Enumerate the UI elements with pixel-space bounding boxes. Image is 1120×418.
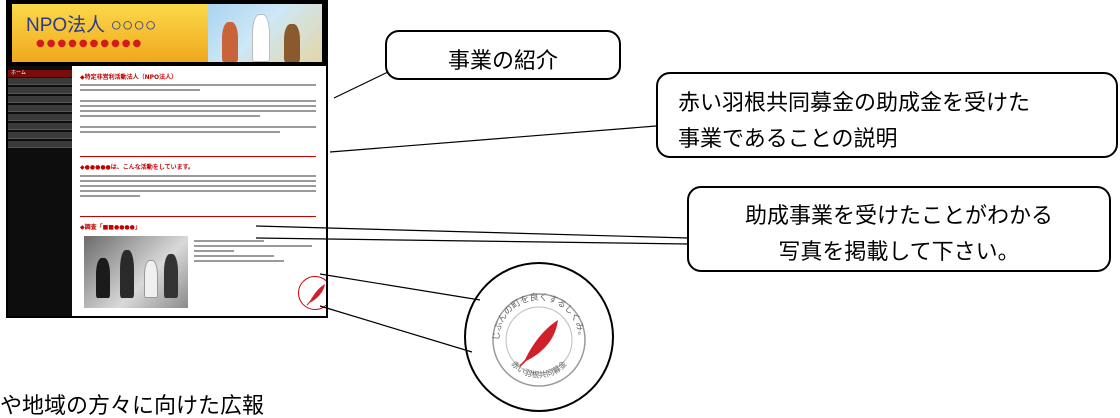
- text-line: [80, 175, 316, 177]
- callout-text: 赤い羽根共同募金の助成金を受けた: [678, 91, 1031, 116]
- photo-figure: [164, 254, 178, 298]
- connector-line: [255, 225, 689, 239]
- callout-grant-explanation: 赤い羽根共同募金の助成金を受けた 事業であることの説明: [656, 72, 1118, 158]
- site-header: NPO法人 ○○○○ ●●●●●●●●●●: [8, 2, 326, 66]
- text-line: [80, 195, 140, 197]
- sidebar-item[interactable]: [8, 78, 72, 85]
- photo-figure: [120, 250, 134, 298]
- text-line: [80, 126, 316, 128]
- text-line: [194, 260, 284, 262]
- mini-red-feather-stamp: [298, 276, 326, 310]
- section-heading-survey: ◆調査「■■●●●●」: [80, 224, 141, 231]
- connector-line: [329, 125, 657, 153]
- feather-icon: [306, 284, 325, 306]
- text-line: [80, 105, 316, 107]
- sidebar-item[interactable]: [8, 123, 72, 130]
- callout-text: 事業の紹介: [447, 49, 558, 74]
- connector-line: [255, 237, 689, 245]
- sidebar-item[interactable]: [8, 96, 72, 103]
- feather-icon: [519, 320, 558, 367]
- photo-figure: [252, 14, 270, 62]
- text-line: [80, 110, 316, 112]
- callout-business-intro: 事業の紹介: [385, 30, 621, 80]
- text-line: [80, 185, 316, 187]
- section-heading-activities: ◆●●●●●は、こんな活動をしています。: [80, 164, 195, 171]
- text-line: [80, 100, 316, 102]
- sidebar-item[interactable]: [8, 132, 72, 139]
- text-line: [194, 245, 312, 247]
- site-dots: ●●●●●●●●●●: [36, 38, 144, 49]
- activity-photo: [84, 236, 188, 308]
- sidebar-item[interactable]: [8, 114, 72, 121]
- text-line: [80, 190, 316, 192]
- website-mockup: NPO法人 ○○○○ ●●●●●●●●●● ホーム ◆特定非営利活動法人（NPO…: [6, 0, 328, 318]
- sidebar-item[interactable]: [8, 87, 72, 94]
- connector-line: [319, 305, 473, 353]
- callout-text: 事業であることの説明: [678, 127, 898, 152]
- site-sidebar: ホーム: [8, 66, 72, 316]
- sidebar-home-link[interactable]: ホーム: [8, 70, 72, 77]
- section-divider: [80, 216, 316, 217]
- text-line: [194, 240, 264, 242]
- photo-figure: [222, 22, 238, 62]
- photo-figure: [144, 260, 158, 298]
- red-feather-logo: じぶんの町を良くするしくみ。 赤い羽根共同募金: [491, 291, 586, 387]
- text-line: [194, 250, 234, 252]
- text-line: [80, 115, 260, 117]
- sidebar-item[interactable]: [8, 141, 72, 148]
- text-line: [80, 89, 200, 91]
- callout-photo-instruction: 助成事業を受けたことがわかる 写真を掲載して下さい。: [687, 186, 1111, 272]
- site-content: ◆特定非営利活動法人（NPO法人） ◆●●●●●は、こんな活動をしています。 ◆…: [76, 68, 326, 316]
- callout-text: 写真を掲載して下さい。: [778, 240, 1020, 265]
- site-title: NPO法人 ○○○○: [26, 15, 157, 36]
- photo-figure: [96, 258, 110, 298]
- text-line: [80, 84, 316, 86]
- site-title-box: NPO法人 ○○○○ ●●●●●●●●●●: [12, 4, 208, 62]
- callout-text: 助成事業を受けたことがわかる: [744, 204, 1053, 229]
- text-line: [80, 131, 280, 133]
- text-line: [80, 180, 316, 182]
- connector-line: [319, 273, 481, 301]
- sidebar-item[interactable]: [8, 105, 72, 112]
- connector-line: [333, 71, 389, 99]
- header-photo: [208, 4, 322, 62]
- bottom-caption: や地域の方々に向けた広報: [0, 394, 265, 418]
- section-heading-npo: ◆特定非営利活動法人（NPO法人）: [80, 74, 178, 81]
- section-divider: [80, 156, 316, 157]
- red-feather-stamp-zoom: じぶんの町を良くするしくみ。 赤い羽根共同募金: [464, 262, 614, 412]
- photo-figure: [284, 24, 300, 62]
- text-line: [194, 255, 274, 257]
